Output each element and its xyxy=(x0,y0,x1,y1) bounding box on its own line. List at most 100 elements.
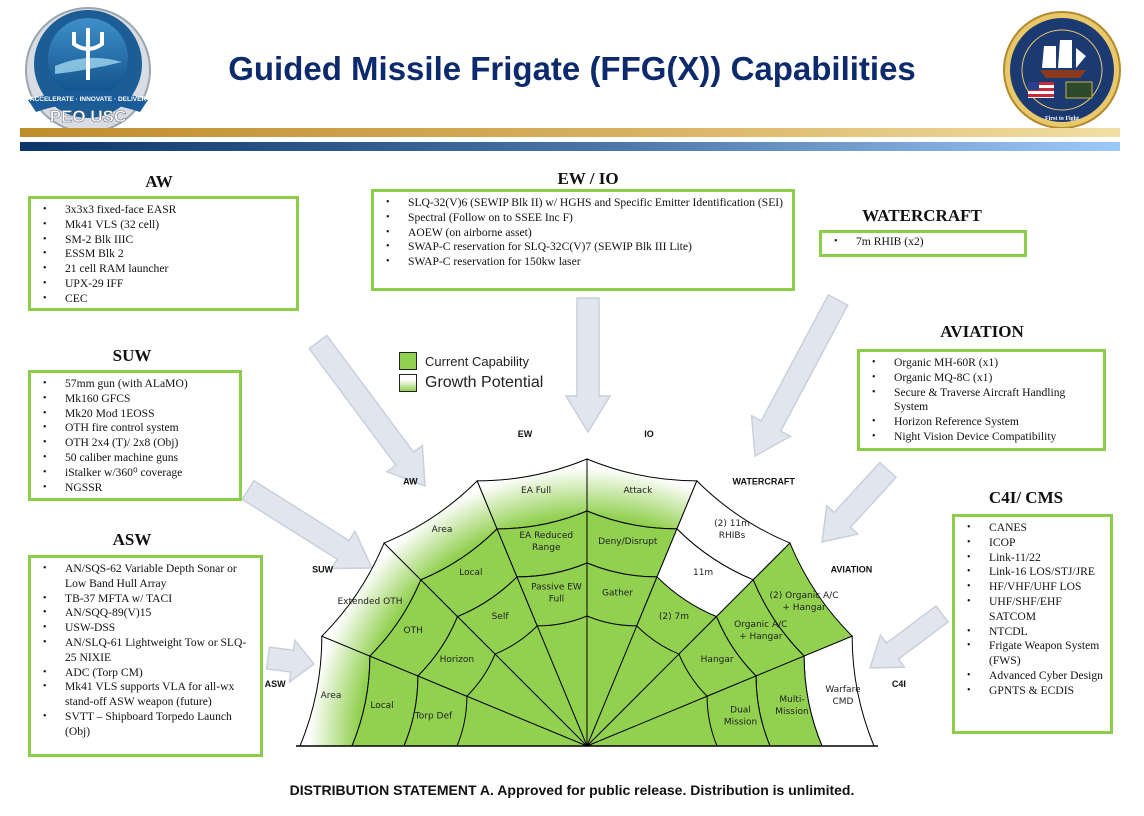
list-item: NTCDL xyxy=(963,625,1104,640)
list-item: Horizon Reference System xyxy=(868,415,1097,430)
cell-label: Area xyxy=(432,525,453,535)
arrow-shape xyxy=(564,297,612,434)
list-item: ICOP xyxy=(963,536,1104,551)
asw-title: ASW xyxy=(112,530,152,549)
sector-divider xyxy=(586,653,680,747)
pms515-logo: First to Fight xyxy=(1003,11,1121,129)
sector-label-watercraft: WATERCRAFT xyxy=(733,477,796,487)
cell-label: Torp Def xyxy=(414,711,453,721)
c4i-title: C4I/ CMS xyxy=(988,488,1064,507)
list-item: ESSM Blk 2 xyxy=(39,247,290,262)
cell-label: Self xyxy=(492,612,510,622)
svg-text:First to Fight: First to Fight xyxy=(1045,116,1079,122)
sailing-ship-icon xyxy=(1040,40,1086,78)
list-item: CEC xyxy=(39,292,290,307)
sector-label-c4i: C4I xyxy=(892,679,906,689)
navy-flag-icon xyxy=(1065,81,1093,99)
list-item: Mk41 VLS (32 cell) xyxy=(39,218,290,233)
cell-label: Attack xyxy=(624,486,654,496)
list-item: Night Vision Device Compatibility xyxy=(868,430,1097,445)
legend-current-label: Current Capability xyxy=(425,353,530,369)
arrow-shape xyxy=(308,334,426,488)
list-item: 21 cell RAM launcher xyxy=(39,262,290,277)
svg-text:PEO USC: PEO USC xyxy=(50,107,127,126)
sector-divider xyxy=(586,695,708,747)
arrows-layer xyxy=(241,293,950,684)
list-item: Organic MQ-8C (x1) xyxy=(868,371,1097,386)
list-item: Organic MH-60R (x1) xyxy=(868,356,1097,371)
blue-divider xyxy=(20,142,1120,151)
sector-divider xyxy=(494,653,588,747)
sector-label-suw: SUW xyxy=(312,564,334,574)
list-item: SM-2 Blk IIIC xyxy=(39,233,290,248)
distribution-statement: DISTRIBUTION STATEMENT A. Approved for p… xyxy=(289,782,855,798)
list-item: Mk160 GFCS xyxy=(39,392,233,407)
list-item: AN/SQQ-89(V)15 xyxy=(39,606,254,621)
cell-label: Local xyxy=(370,701,393,711)
cell-label: 11m xyxy=(693,568,713,578)
sector-divider xyxy=(586,625,638,747)
list-item: Mk41 VLS supports VLA for all-wx stand-o… xyxy=(39,680,254,710)
legend-growth-label: Growth Potential xyxy=(425,374,544,391)
us-flag-icon xyxy=(1028,82,1054,98)
cell-label: Area xyxy=(321,691,342,701)
list-item: AOEW (on airborne asset) xyxy=(382,226,786,241)
list-item: SWAP-C reservation for 150kw laser xyxy=(382,255,786,270)
aviation-title: AVIATION xyxy=(940,322,1024,341)
peo-usc-logo: ACCELERATE · INNOVATE · DELIVER PEO USC xyxy=(25,7,151,133)
cell-label: Hangar xyxy=(701,655,734,665)
asw-box: AN/SQS-62 Variable Depth Sonar or Low Ba… xyxy=(28,555,263,757)
list-item: OTH fire control system xyxy=(39,421,233,436)
list-item: USW-DSS xyxy=(39,621,254,636)
arrow-shape xyxy=(241,479,374,570)
list-item: OTH 2x4 (T)/ 2x8 (Obj) xyxy=(39,436,233,451)
cell-label: Deny/Disrupt xyxy=(598,537,658,547)
legend: Current Capability Growth Potential xyxy=(399,350,543,394)
aw-box: 3x3x3 fixed-face EASRMk41 VLS (32 cell)S… xyxy=(28,196,299,311)
sector-divider xyxy=(466,695,588,747)
list-item: NGSSR xyxy=(39,481,233,496)
cell-label: Horizon xyxy=(440,655,474,665)
ewio-box: SLQ-32(V)6 (SEWIP Blk II) w/ HGHS and Sp… xyxy=(371,189,795,291)
list-item: Secure & Traverse Aircraft Handling Syst… xyxy=(868,386,1097,416)
list-item: ADC (Torp CM) xyxy=(39,666,254,681)
list-item: Frigate Weapon System (FWS) xyxy=(963,639,1104,669)
list-item: SLQ-32(V)6 (SEWIP Blk II) w/ HGHS and Sp… xyxy=(382,196,786,211)
ewio-title: EW / IO xyxy=(557,169,619,188)
list-item: Link-11/22 xyxy=(963,551,1104,566)
list-item: UHF/SHF/EHF SATCOM xyxy=(963,595,1104,625)
list-item: HF/VHF/UHF LOS xyxy=(963,580,1104,595)
sector-label-aviation: AVIATION xyxy=(831,564,873,574)
page-title: Guided Missile Frigate (FFG(X)) Capabili… xyxy=(228,50,916,87)
suw-box: 57mm gun (with ALaMO)Mk160 GFCSMk20 Mod … xyxy=(28,370,242,501)
list-item: 3x3x3 fixed-face EASR xyxy=(39,203,290,218)
watercraft-box: 7m RHIB (x2) xyxy=(819,230,1027,257)
suw-title: SUW xyxy=(112,346,152,365)
sector-label-ew: EW xyxy=(518,429,533,439)
sector-divider xyxy=(536,625,588,747)
cell-label: (2) 7m xyxy=(659,612,689,622)
sector-label-asw: ASW xyxy=(265,679,287,689)
list-item: AN/SQS-62 Variable Depth Sonar or Low Ba… xyxy=(39,562,254,592)
cell-label: Organic A/C+ Hangar xyxy=(734,620,787,642)
list-item: TB-37 MFTA w/ TACI xyxy=(39,592,254,607)
gold-divider xyxy=(20,128,1120,137)
growth-swatch xyxy=(399,374,417,392)
list-item: GPNTS & ECDIS xyxy=(963,684,1104,699)
aw-title: AW xyxy=(145,172,173,191)
aviation-box: Organic MH-60R (x1)Organic MQ-8C (x1)Sec… xyxy=(857,349,1106,451)
c4i-box: CANESICOPLink-11/22Link-16 LOS/STJ/JREHF… xyxy=(952,514,1113,734)
legend-current: Current Capability xyxy=(399,350,543,372)
list-item: UPX-29 IFF xyxy=(39,277,290,292)
arrow-shape xyxy=(821,461,898,543)
sector-label-io: IO xyxy=(644,429,654,439)
list-item: 57mm gun (with ALaMO) xyxy=(39,377,233,392)
watercraft-title: WATERCRAFT xyxy=(862,206,982,225)
cell-label: Gather xyxy=(602,589,633,599)
